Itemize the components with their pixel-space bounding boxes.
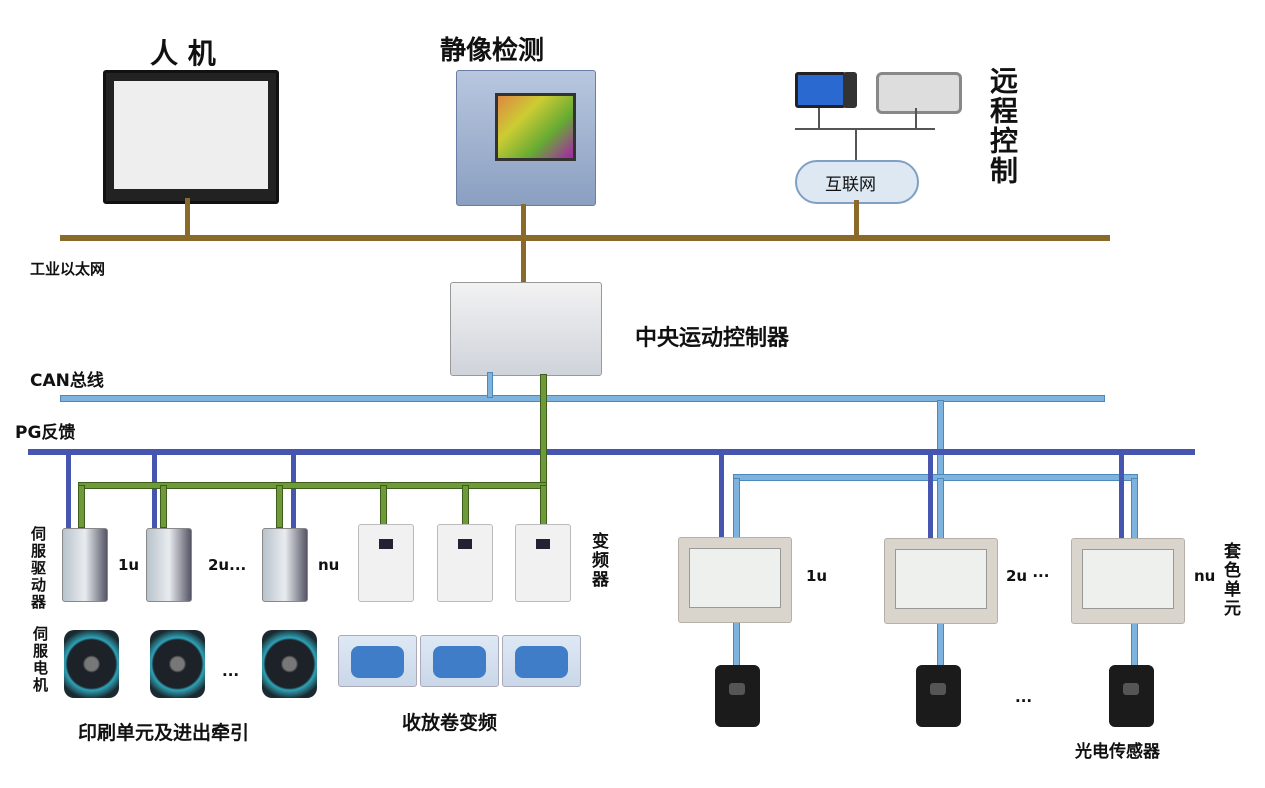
- ethernet-drop: [521, 204, 526, 286]
- servo-ellipsis: ...: [222, 662, 240, 680]
- sensor-link: [1131, 620, 1138, 668]
- vision-inspection-unit: [456, 70, 596, 206]
- sensor-ellipsis: ...: [1015, 688, 1033, 706]
- register-panel: [678, 537, 792, 623]
- control-branch: [78, 482, 547, 489]
- servo-unit-label: nu: [318, 556, 340, 574]
- register-label: 套色单元: [1220, 542, 1240, 618]
- inverter: [358, 524, 414, 602]
- photoelectric-sensor: [715, 665, 760, 727]
- servo-drive: [262, 528, 308, 602]
- can-drop: [487, 372, 493, 398]
- can-drop: [937, 478, 944, 540]
- servo-drive: [146, 528, 192, 602]
- remote-link: [795, 128, 935, 130]
- pg-label: PG反馈: [15, 423, 76, 443]
- pg-drop: [719, 452, 724, 540]
- can-drop: [1131, 478, 1138, 540]
- controller-label: 中央运动控制器: [635, 326, 790, 351]
- tablet-device: [876, 72, 962, 114]
- photoelectric-sensor: [1109, 665, 1154, 727]
- ac-motor: [420, 635, 499, 687]
- control-drop: [380, 485, 387, 525]
- servo-unit-label: 1u: [118, 556, 140, 574]
- register-unit-label: 2u ···: [1006, 567, 1050, 585]
- inverter: [437, 524, 493, 602]
- can-label: CAN总线: [30, 371, 104, 391]
- inverter-group-label: 收放卷变频: [402, 712, 498, 734]
- remote-drop: [818, 108, 820, 128]
- internet-label: 互联网: [825, 175, 876, 195]
- vision-title: 静像检测: [440, 36, 545, 66]
- sensor-label: 光电传感器: [1075, 742, 1160, 762]
- hmi-title: 人 机: [150, 37, 216, 70]
- servo-unit-label: 2u...: [208, 556, 247, 574]
- photoelectric-sensor: [916, 665, 961, 727]
- ac-motor: [338, 635, 417, 687]
- servo-motor: [64, 630, 119, 698]
- pg-drop: [928, 452, 933, 540]
- control-drop: [540, 485, 547, 525]
- servo-motor-label: 伺服电机: [31, 626, 49, 694]
- control-drop: [78, 485, 85, 528]
- hmi-monitor: [103, 70, 279, 204]
- register-panel: [1071, 538, 1185, 624]
- servo-drive: [62, 528, 108, 602]
- inverter-label: 变频器: [588, 532, 608, 589]
- ac-motor: [502, 635, 581, 687]
- can-branch: [733, 474, 1138, 481]
- internet-cloud: 互联网: [795, 160, 919, 204]
- remote-title: 远程控制: [986, 66, 1019, 186]
- can-drop: [937, 400, 944, 480]
- can-bus: [60, 395, 1105, 402]
- remote-drop: [855, 128, 857, 163]
- register-unit-label: 1u: [806, 567, 828, 585]
- pg-drop: [152, 452, 157, 528]
- remote-drop: [915, 108, 917, 128]
- pg-drop: [291, 452, 296, 528]
- pc-monitor: [795, 72, 846, 108]
- pg-drop: [1119, 452, 1124, 540]
- sensor-link: [937, 620, 944, 668]
- pg-bus: [28, 449, 1195, 455]
- central-motion-controller: [450, 282, 602, 376]
- sensor-link: [733, 620, 740, 668]
- control-drop: [462, 485, 469, 525]
- servo-group-label: 印刷单元及进出牵引: [78, 722, 250, 744]
- control-trunk: [540, 374, 547, 488]
- pc-tower: [843, 72, 857, 108]
- inverter: [515, 524, 571, 602]
- register-panel: [884, 538, 998, 624]
- register-unit-label: nu: [1194, 567, 1216, 585]
- ethernet-bus: [60, 235, 1110, 241]
- can-drop: [733, 478, 740, 540]
- control-drop: [160, 485, 167, 528]
- ethernet-label: 工业以太网: [30, 260, 106, 278]
- servo-motor: [262, 630, 317, 698]
- servo-drive-label: 伺服驱动器: [29, 526, 47, 611]
- ethernet-drop: [854, 200, 859, 238]
- servo-motor: [150, 630, 205, 698]
- pg-drop: [66, 452, 71, 528]
- ethernet-drop: [185, 198, 190, 238]
- control-drop: [276, 485, 283, 528]
